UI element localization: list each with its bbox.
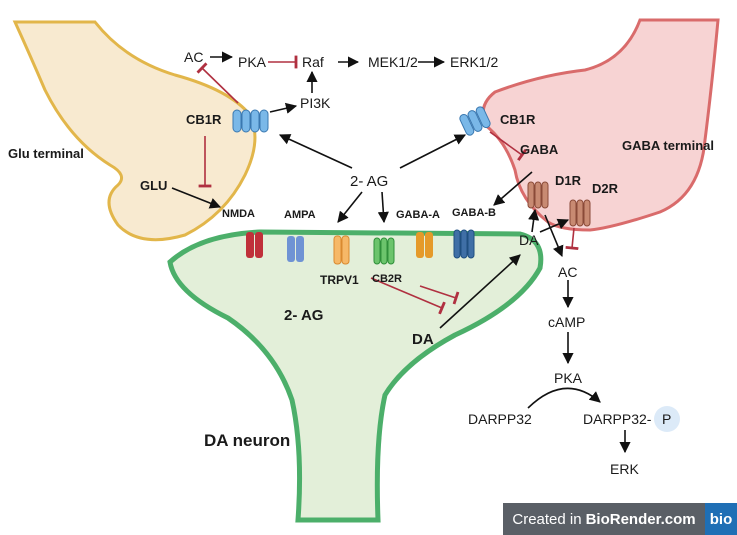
da-neuron-label: DA neuron: [204, 431, 290, 450]
erk-top-label: ERK1/2: [450, 54, 498, 70]
mek-label: MEK1/2: [368, 54, 418, 70]
nmda-receptor-icon: [246, 232, 263, 258]
gaba-b-receptor-icon: [453, 229, 475, 259]
trpv1-label: TRPV1: [320, 273, 359, 287]
ag-neuron-label: 2- AG: [284, 307, 323, 324]
cb1r-right-label: CB1R: [500, 112, 536, 127]
glu-label: GLU: [140, 178, 167, 193]
trpv1-channel-icon: [333, 235, 350, 265]
ac-top-label: AC: [184, 49, 203, 65]
cb2r-receptor-icon: [373, 237, 395, 265]
receptor-cb1r-right-icon: [459, 106, 491, 136]
cb1r-left-label: CB1R: [186, 112, 222, 127]
d2r-label: D2R: [592, 181, 619, 196]
pka-top-label: PKA: [238, 54, 267, 70]
pka-right-label: PKA: [554, 370, 583, 386]
da-synapse-label: DA: [519, 232, 539, 248]
da-neuron-small-label: DA: [412, 331, 434, 348]
d1r-label: D1R: [555, 173, 582, 188]
darpp32-label: DARPP32: [468, 411, 532, 427]
biorender-logo-icon: bio: [705, 503, 737, 535]
biorender-footer: Created in BioRender.com bio: [503, 503, 737, 535]
cb2r-label: CB2R: [372, 273, 402, 285]
inhibition-lines: [196, 55, 579, 315]
raf-label: Raf: [302, 54, 324, 70]
gaba-label: GABA: [520, 142, 559, 157]
ampa-receptor-icon: [287, 236, 304, 262]
gaba-terminal-label: GABA terminal: [622, 138, 714, 153]
ampa-label: AMPA: [284, 209, 316, 221]
glu-terminal-label: Glu terminal: [8, 146, 84, 161]
ac-right-label: AC: [558, 264, 577, 280]
receptor-cb1r-left-icon: [232, 109, 269, 133]
camp-label: cAMP: [548, 314, 585, 330]
gaba-a-label: GABA-A: [396, 209, 440, 221]
d1r-receptor-icon: [527, 181, 549, 209]
phosphate-label: P: [662, 411, 671, 427]
erk-bottom-label: ERK: [610, 461, 639, 477]
da-neuron-shape: [167, 229, 544, 523]
activation-arrows: [171, 51, 631, 454]
gaba-a-receptor-icon: [416, 232, 433, 258]
ag-center-label: 2- AG: [350, 173, 388, 190]
d2r-receptor-icon: [569, 199, 591, 227]
pi3k-label: PI3K: [300, 95, 331, 111]
phosphate-badge: [654, 406, 680, 432]
glu-terminal-shape: [12, 20, 257, 242]
darpp32p-label: DARPP32-: [583, 411, 652, 427]
footer-brand: BioRender.com: [585, 510, 696, 528]
footer-text: Created in BioRender.com: [503, 503, 705, 535]
gaba-b-label: GABA-B: [452, 207, 496, 219]
nmda-label: NMDA: [222, 208, 255, 220]
footer-created-in: Created in: [512, 510, 582, 528]
